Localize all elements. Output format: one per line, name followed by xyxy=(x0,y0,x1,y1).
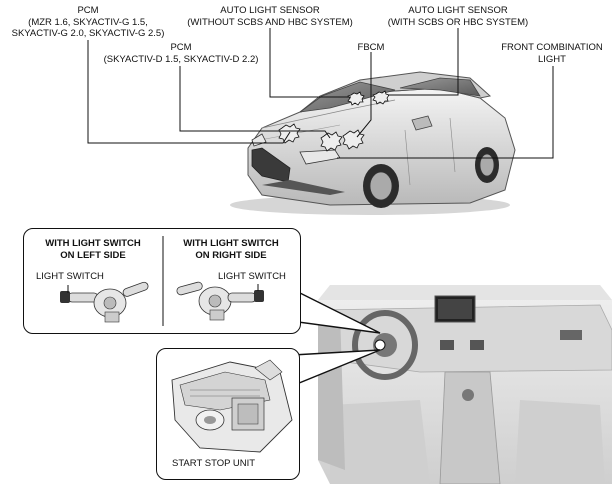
label-pcm-gas-line1: PCM xyxy=(77,5,99,16)
label-auto-light-without: AUTO LIGHT SENSOR (WITHOUT SCBS AND HBC … xyxy=(180,5,360,28)
label-left-side-line1: WITH LIGHT SWITCH xyxy=(45,238,141,249)
label-pcm-gas-line2: (MZR 1.6, SKYACTIV-G 1.5, xyxy=(28,16,148,28)
label-pcm-diesel-line1: PCM xyxy=(170,42,192,53)
pcm-diesel-marker xyxy=(320,131,343,152)
leader-lines xyxy=(87,28,554,159)
label-front-combination-line1: FRONT COMBINATION xyxy=(501,42,603,53)
light-switch-callout xyxy=(23,228,301,334)
label-auto-light-with-line1: AUTO LIGHT SENSOR xyxy=(408,5,508,16)
label-pcm-diesel: PCM (SKYACTIV-D 1.5, SKYACTIV-D 2.2) xyxy=(96,42,266,65)
label-pcm-gas: PCM (MZR 1.6, SKYACTIV-G 1.5, SKYACTIV-G… xyxy=(4,5,172,40)
label-start-stop-unit: START STOP UNIT xyxy=(172,458,256,469)
label-auto-light-with-line2: (WITH SCBS OR HBC SYSTEM) xyxy=(387,16,529,28)
label-front-combination: FRONT COMBINATION LIGHT xyxy=(494,42,610,65)
leader-pcm-gas xyxy=(87,40,291,144)
right-light-switch-assembly xyxy=(176,281,264,321)
left-light-switch-assembly xyxy=(60,281,149,323)
label-left-light-switch: LIGHT SWITCH xyxy=(36,271,104,282)
auto-light-sensor-without-marker xyxy=(347,91,365,106)
label-auto-light-without-line2: (WITHOUT SCBS AND HBC SYSTEM) xyxy=(187,16,353,28)
label-right-side-heading: WITH LIGHT SWITCH ON RIGHT SIDE xyxy=(166,238,296,261)
label-right-side-line2: ON RIGHT SIDE xyxy=(195,249,267,261)
leader-front-combination xyxy=(337,66,554,159)
label-auto-light-without-line1: AUTO LIGHT SENSOR xyxy=(220,5,320,16)
start-stop-unit-assembly xyxy=(171,359,293,453)
label-left-side-heading: WITH LIGHT SWITCH ON LEFT SIDE xyxy=(28,238,158,261)
label-right-side-line1: WITH LIGHT SWITCH xyxy=(183,238,279,249)
label-left-side-line2: ON LEFT SIDE xyxy=(60,249,126,261)
leader-pcm-diesel xyxy=(179,66,331,139)
label-right-light-switch: LIGHT SWITCH xyxy=(218,271,286,282)
label-fbcm-text: FBCM xyxy=(357,42,385,53)
interior-illustration xyxy=(318,285,612,484)
label-pcm-diesel-line2: (SKYACTIV-D 1.5, SKYACTIV-D 2.2) xyxy=(103,53,259,65)
car-illustration xyxy=(230,71,516,215)
auto-light-sensor-with-marker xyxy=(372,90,390,105)
label-pcm-gas-line3: SKYACTIV-G 2.0, SKYACTIV-G 2.5) xyxy=(11,28,165,39)
label-auto-light-with: AUTO LIGHT SENSOR (WITH SCBS OR HBC SYST… xyxy=(376,5,540,28)
leader-auto-light-with xyxy=(388,28,459,96)
label-front-combination-line2: LIGHT xyxy=(538,53,566,65)
callout-connector xyxy=(274,290,386,391)
leader-fbcm xyxy=(356,52,372,138)
label-fbcm: FBCM xyxy=(348,42,394,54)
leader-auto-light-without xyxy=(269,28,351,98)
